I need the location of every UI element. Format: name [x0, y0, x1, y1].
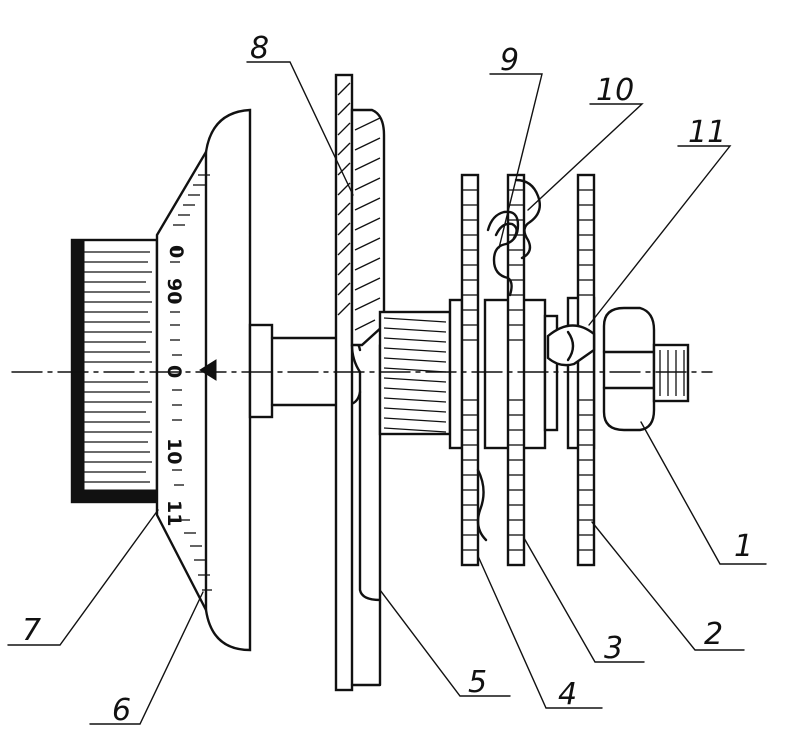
part-label-5: 5: [468, 665, 487, 700]
wheel-2: [576, 173, 596, 567]
dial-mark-11: 11: [163, 500, 185, 526]
knob-grip: [70, 238, 159, 504]
leader-lines: [7, 61, 767, 725]
spring: [378, 310, 452, 436]
clip: [546, 324, 596, 367]
wheel-3: [506, 173, 526, 567]
door-panel: [334, 73, 386, 692]
wheel-4: [460, 173, 480, 567]
part-label-10: 10: [596, 73, 634, 108]
dial-mark-top: 0: [165, 245, 187, 258]
part-label-9: 9: [500, 43, 519, 78]
part-label-7: 7: [22, 613, 41, 648]
index-arrow-icon: [199, 359, 217, 381]
dial-mark-10: 10: [163, 438, 185, 464]
part-label-4: 4: [558, 677, 577, 712]
dial: 0 90 0 10 11: [155, 108, 252, 652]
nut: [602, 306, 690, 432]
part-label-1: 1: [734, 529, 753, 564]
wire-spring: [476, 178, 541, 542]
part-label-11: 11: [688, 115, 726, 150]
shaft: [248, 323, 362, 419]
part-label-6: 6: [112, 693, 131, 728]
part-label-3: 3: [604, 631, 623, 666]
part-label-2: 2: [704, 617, 723, 652]
dial-mark-90: 90: [163, 278, 185, 304]
part-label-8: 8: [250, 31, 269, 66]
